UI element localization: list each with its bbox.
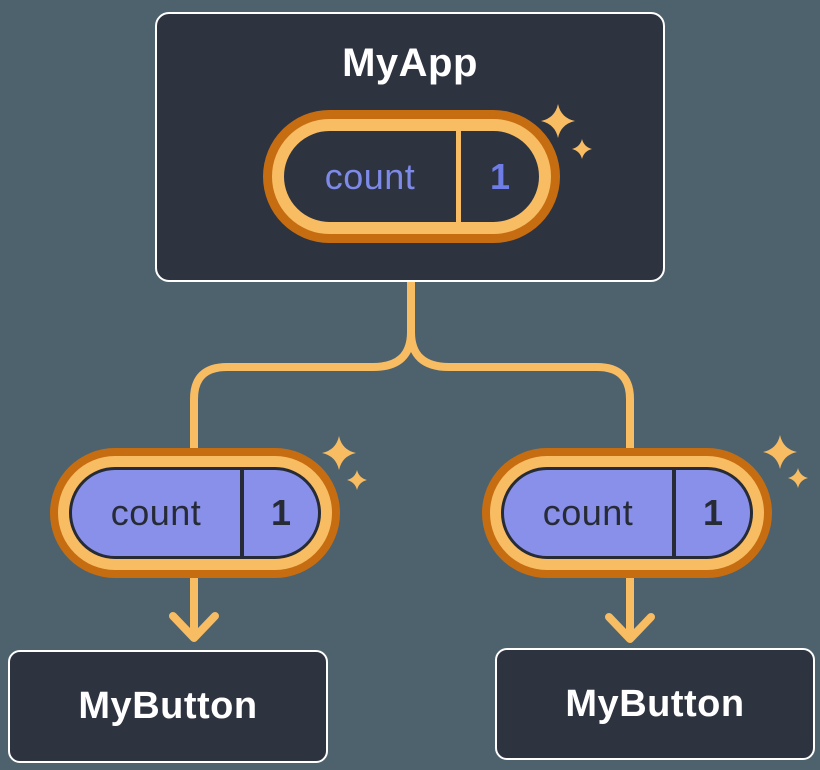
component-node-mybutton-left: MyButton	[8, 650, 328, 763]
state-name: count	[324, 155, 416, 197]
prop-name: count	[110, 492, 202, 533]
component-label: MyApp	[342, 41, 478, 85]
prop-pill-right: count 1	[501, 467, 753, 559]
arrow-down-icon	[605, 573, 655, 643]
pill-divider	[672, 470, 676, 556]
connector-branch-left	[190, 277, 415, 464]
prop-value: 1	[270, 492, 292, 533]
connector-branch-right	[407, 277, 634, 464]
state-pill-root: count 1	[272, 119, 551, 234]
pill-divider	[456, 131, 461, 222]
component-label: MyButton	[565, 682, 745, 725]
arrow-down-icon	[169, 573, 219, 642]
component-label: MyButton	[78, 685, 258, 727]
state-value: 1	[489, 155, 511, 197]
component-node-mybutton-right: MyButton	[495, 648, 815, 760]
sparkle-icon	[763, 435, 808, 488]
pill-divider	[240, 470, 244, 556]
prop-name: count	[542, 492, 634, 533]
prop-value: 1	[702, 492, 724, 533]
sparkle-icon	[322, 436, 367, 490]
prop-pill-left: count 1	[69, 467, 321, 559]
